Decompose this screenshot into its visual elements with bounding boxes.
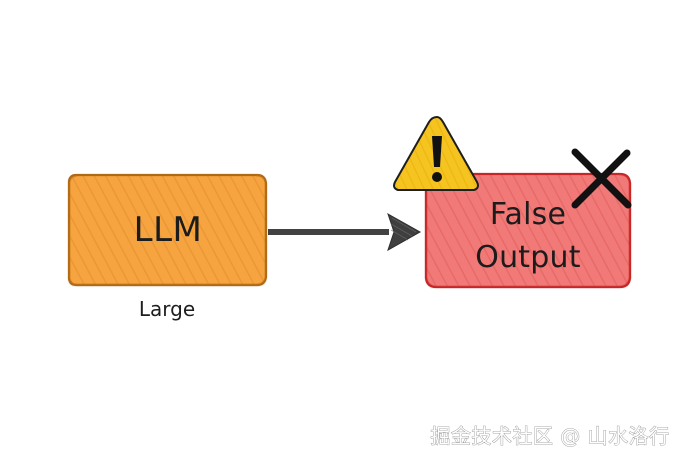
cross-stroke-2 xyxy=(571,149,631,209)
watermark-text: 掘金技术社区 @ 山水洛行 xyxy=(430,424,669,448)
llm-box-sketch-edge xyxy=(69,175,266,285)
arrow-connector xyxy=(268,212,422,252)
false-output-label-line2: Output xyxy=(475,240,580,275)
llm-box xyxy=(67,173,268,287)
arrowhead-hatch xyxy=(390,217,417,241)
arrow-shaft-hatch xyxy=(268,229,389,235)
warning-icon xyxy=(393,116,479,191)
llm-node: LLM xyxy=(67,173,268,287)
llm-caption: Large xyxy=(139,297,195,321)
false-output-label-line1: False xyxy=(490,197,566,232)
warning-exclamation-dot xyxy=(432,172,442,182)
arrowhead-icon xyxy=(387,212,422,252)
warning-exclamation-bar xyxy=(432,136,442,167)
llm-label: LLM xyxy=(134,210,203,250)
cross-icon xyxy=(571,148,632,209)
